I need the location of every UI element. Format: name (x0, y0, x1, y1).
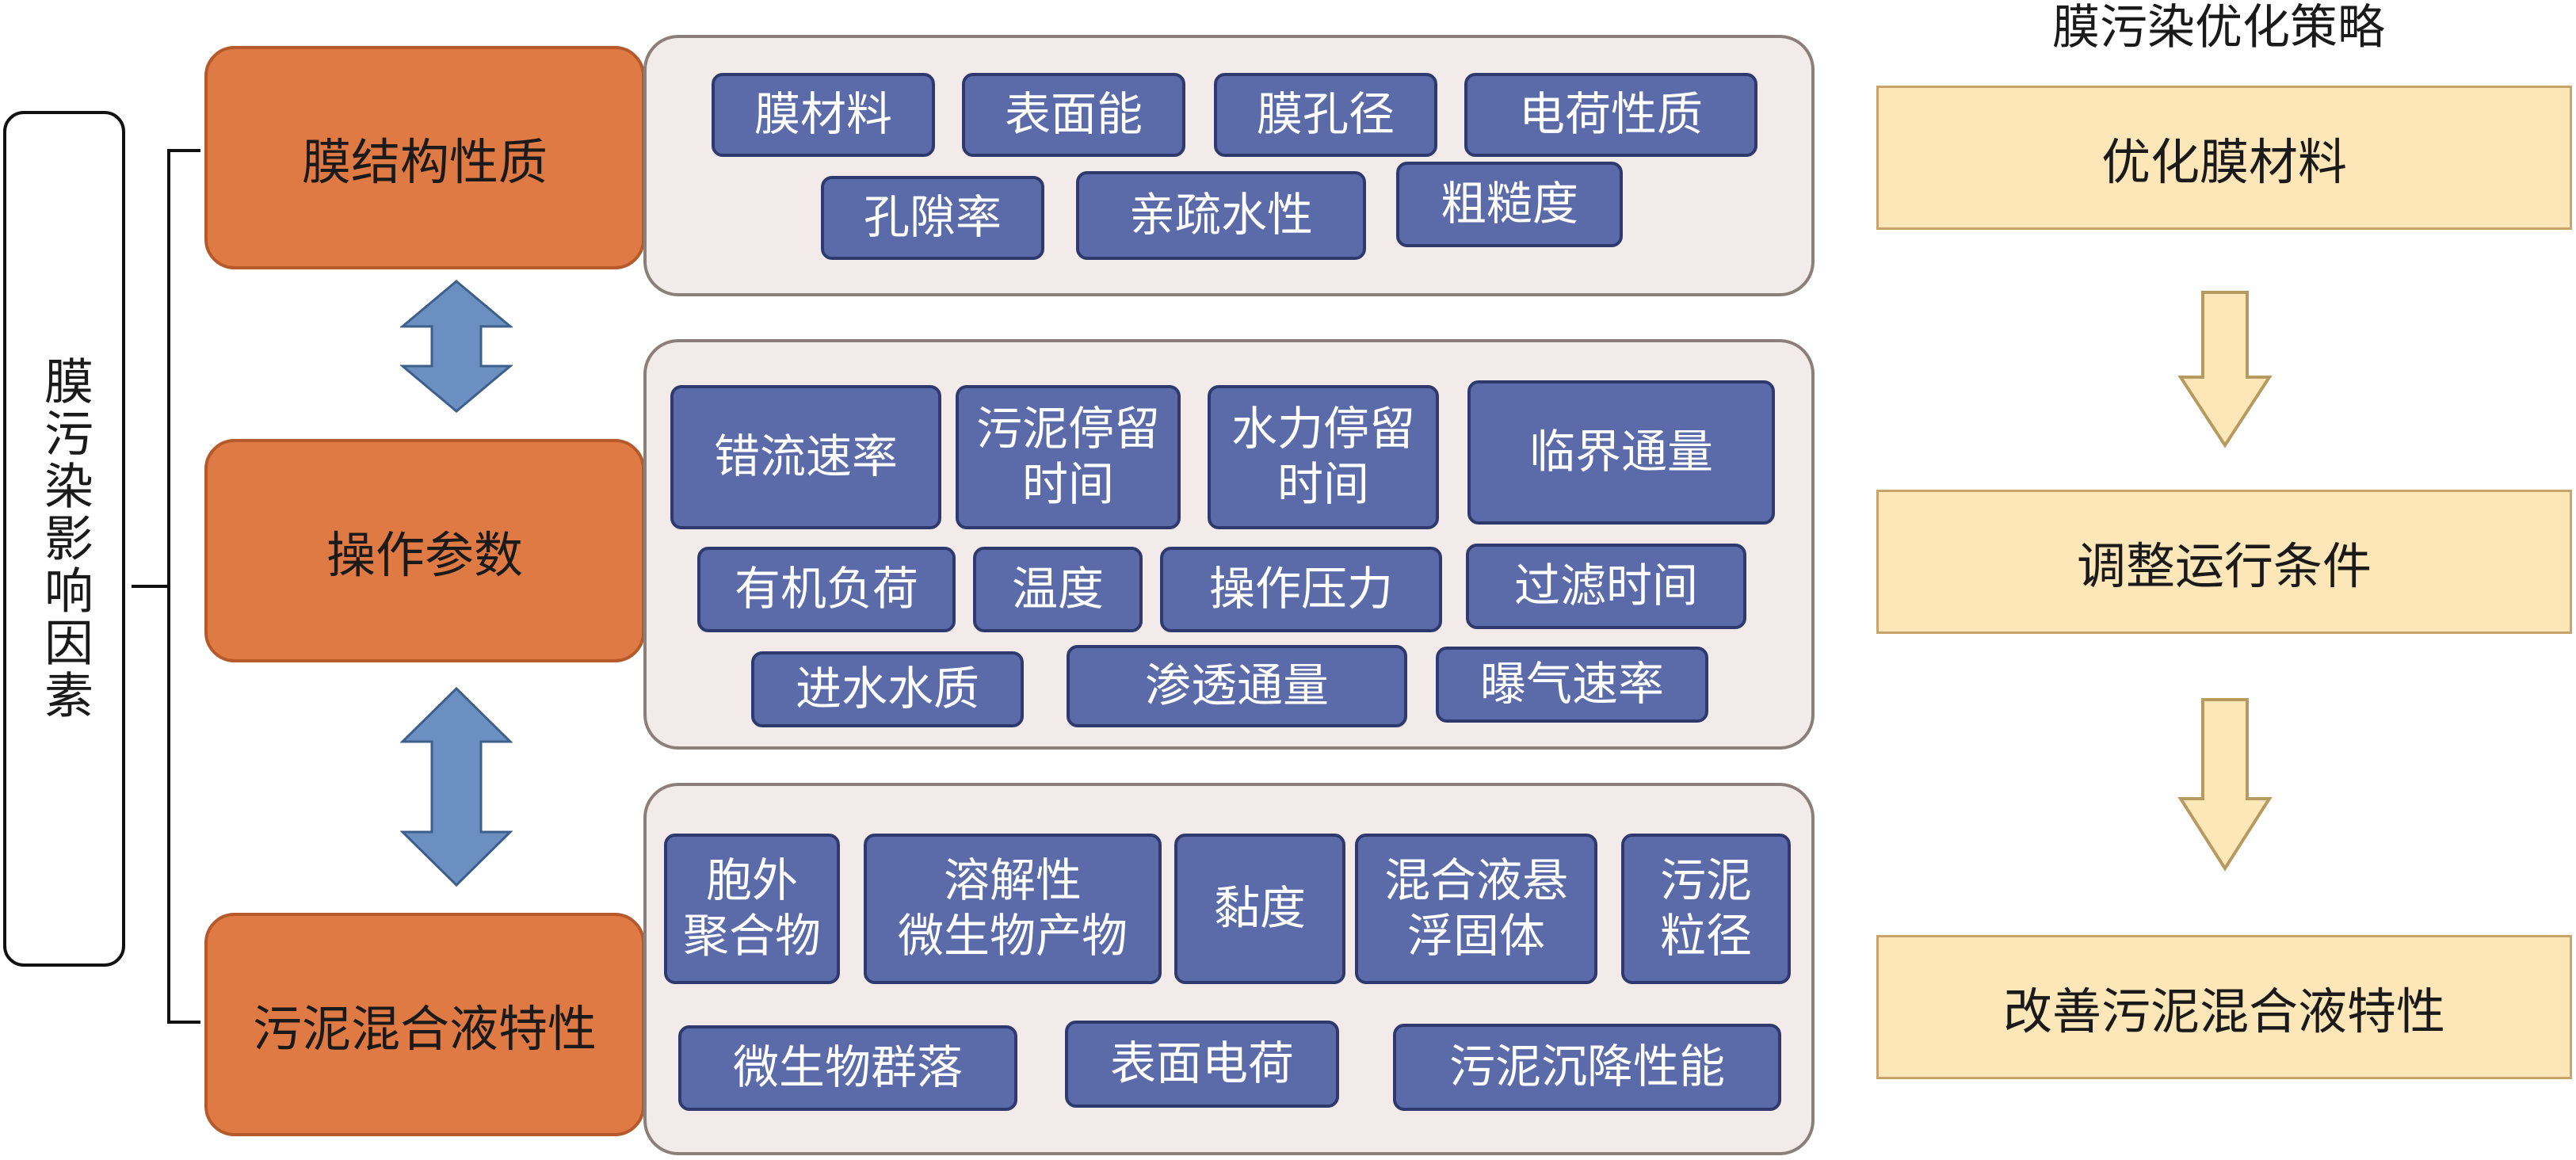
strategy-step-3: 改善污泥混合液特性 (1876, 935, 2572, 1079)
factor-tag: 临界通量 (1467, 380, 1775, 525)
factor-tag: 有机负荷 (697, 547, 956, 632)
strategy-title: 膜污染优化策略 (2052, 0, 2385, 55)
strategy-step-1: 优化膜材料 (1876, 86, 2572, 230)
factor-tag: 污泥沉降性能 (1393, 1024, 1781, 1111)
factor-tag: 温度 (973, 547, 1143, 632)
factor-tag: 污泥 粒径 (1621, 834, 1791, 984)
factor-tag: 胞外 聚合物 (664, 834, 840, 984)
category-sludge-label: 污泥混合液特性 (252, 1000, 597, 1058)
strategy-step-1-label: 优化膜材料 (2101, 133, 2347, 191)
category-operation-label: 操作参数 (326, 526, 523, 584)
factor-tag: 操作压力 (1160, 547, 1442, 632)
strategy-step-3-label: 改善污泥混合液特性 (2002, 983, 2445, 1040)
category-structure-label: 膜结构性质 (301, 133, 548, 191)
category-structure: 膜结构性质 (204, 46, 645, 269)
root-label: 膜污染影响因素 (36, 356, 93, 722)
strategy-step-2: 调整运行条件 (1876, 490, 2572, 634)
factor-tag: 污泥停留 时间 (956, 385, 1181, 529)
category-sludge: 污泥混合液特性 (204, 913, 645, 1136)
factor-tag: 错流速率 (670, 385, 941, 529)
double-arrow-2 (400, 686, 513, 887)
factor-tag: 进水水质 (751, 651, 1024, 727)
factor-tag: 渗透通量 (1067, 645, 1407, 727)
factor-tag: 膜孔径 (1214, 73, 1437, 157)
strategy-step-2-label: 调整运行条件 (2076, 537, 2372, 595)
category-operation: 操作参数 (204, 439, 645, 662)
down-arrow-1 (2177, 291, 2273, 448)
root-label-box: 膜污染影响因素 (3, 111, 125, 967)
factor-tag: 微生物群落 (678, 1025, 1017, 1111)
factor-tag: 混合液悬 浮固体 (1355, 834, 1597, 984)
factor-tag: 粗糙度 (1396, 162, 1623, 247)
factor-tag: 电荷性质 (1464, 73, 1757, 157)
factor-tag: 表面能 (962, 73, 1185, 157)
bracket-connector (132, 149, 200, 1024)
factor-tag: 亲疏水性 (1076, 171, 1366, 260)
factor-tag: 黏度 (1174, 834, 1345, 984)
factor-tag: 过滤时间 (1466, 544, 1746, 629)
factor-tag: 孔隙率 (821, 176, 1044, 260)
factor-tag: 表面电荷 (1065, 1021, 1339, 1108)
double-arrow-1 (400, 280, 513, 413)
factor-tag: 曝气速率 (1436, 647, 1708, 723)
factor-tag: 水力停留 时间 (1208, 385, 1439, 529)
factor-tag: 膜材料 (712, 73, 935, 157)
down-arrow-2 (2177, 698, 2273, 872)
factor-tag: 溶解性 微生物产物 (864, 834, 1162, 984)
